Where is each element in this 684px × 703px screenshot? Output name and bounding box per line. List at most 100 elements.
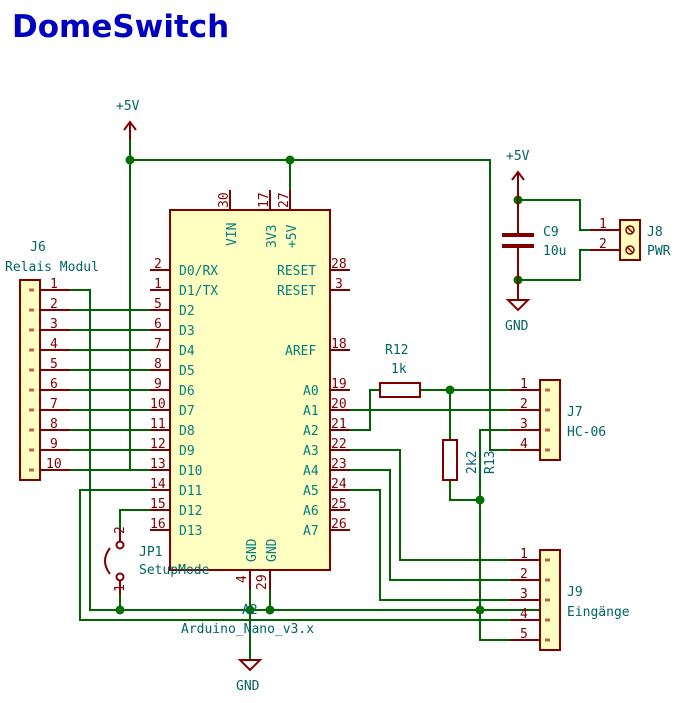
junction [475, 605, 485, 615]
pin-label: A6 [303, 504, 319, 519]
pin-label: A3 [303, 444, 319, 459]
wire-a5-j9-pin3 [350, 489, 540, 601]
pin-name: GND [245, 538, 260, 562]
pin-label: 5 [154, 297, 162, 312]
r13-body [442, 439, 458, 481]
resistor-r12[interactable]: R12 1k [379, 343, 421, 398]
power-label: GND [236, 679, 260, 694]
r13-reference: R13 [483, 451, 498, 474]
pin-label: D5 [179, 364, 195, 379]
pin-label: D7 [179, 404, 195, 419]
gnd-symbol-bottom: GND [236, 659, 263, 694]
pin-label: 10 [150, 397, 166, 412]
jumper-jp1[interactable]: 2 1 JP1 SetupMode [104, 526, 210, 595]
jumper-bridge-icon [104, 547, 111, 575]
j8-value: PWR [647, 244, 671, 259]
ground-icon [505, 299, 531, 312]
pin-name: VIN [225, 223, 240, 246]
pin-label: AREF [285, 344, 316, 359]
pin-label: 1 [520, 547, 528, 562]
pin-label: 6 [50, 377, 58, 392]
pin-label: 7 [50, 397, 58, 412]
pin-label: A1 [303, 404, 319, 419]
pin-label: 21 [331, 417, 347, 432]
pin-label: 8 [154, 357, 162, 372]
pin-label: 18 [331, 337, 347, 352]
pin-label: 4 [50, 337, 58, 352]
pin-number: 17 [257, 192, 272, 208]
j9-value: Eingänge [567, 605, 630, 620]
pin-label: 1 [520, 377, 528, 392]
pin-label: 2 [520, 567, 528, 582]
screw-terminal-icon [625, 225, 635, 255]
pin-number: 29 [255, 574, 270, 590]
capacitor-c9[interactable]: C9 10u [502, 200, 566, 280]
pin-label: D2 [179, 304, 195, 319]
r12-body [379, 382, 421, 398]
pin-label: RESET [277, 264, 316, 279]
pin-label: 2 [520, 397, 528, 412]
pin-label: 4 [520, 607, 528, 622]
power-label: +5V [506, 149, 530, 164]
pin-label: A7 [303, 524, 319, 539]
j6-value: Relais Modul [5, 260, 99, 275]
connector-j6[interactable]: J6 Relais Modul 1 2 3 4 5 6 7 8 9 10 [5, 240, 99, 481]
pin-label: D10 [179, 464, 202, 479]
pin-label: 5 [520, 627, 528, 642]
power-label: +5V [116, 99, 140, 114]
pin-label: D4 [179, 344, 195, 359]
resistor-r13[interactable]: 2k2 R13 [442, 439, 498, 481]
pin-label: 14 [150, 477, 166, 492]
pin-label: D12 [179, 504, 202, 519]
wire-segment [626, 246, 634, 254]
j8-reference: J8 [647, 225, 663, 240]
pin-name: 3V3 [265, 225, 280, 248]
jumper-contact [115, 572, 125, 582]
arduino-body [169, 209, 331, 571]
connector-j7[interactable]: 1 2 3 4 J7 HC-06 [510, 377, 606, 461]
c9-value: 10u [543, 244, 566, 259]
pin-label: 11 [150, 417, 166, 432]
wire-a4-j9-pin2 [350, 469, 540, 581]
pin-label: 10 [46, 457, 62, 472]
pin-label: 2 [154, 257, 162, 272]
connector-j9[interactable]: 1 2 3 4 5 J9 Eingänge [510, 547, 630, 651]
pin-label: 9 [154, 377, 162, 392]
j6-reference: J6 [30, 240, 46, 255]
pin-label: 15 [150, 497, 166, 512]
pin-label: 26 [331, 517, 347, 532]
j7-reference: J7 [567, 405, 583, 420]
pin-label: A0 [303, 384, 319, 399]
pin-label: 19 [331, 377, 347, 392]
pin-label: 9 [50, 437, 58, 452]
r12-reference: R12 [385, 343, 408, 358]
junction [115, 605, 125, 615]
jumper-contact [115, 540, 125, 550]
arduino-reference: A2 [242, 603, 258, 618]
j7-value: HC-06 [567, 425, 606, 440]
pin-label: 4 [520, 437, 528, 452]
junction [265, 605, 275, 615]
pin-label: 3 [520, 587, 528, 602]
r13-value: 2k2 [465, 451, 480, 474]
pin-label: 2 [599, 237, 607, 252]
pin-label: A5 [303, 484, 319, 499]
c9-reference: C9 [543, 225, 559, 240]
arrow-up-icon [123, 120, 137, 131]
pin-name: GND [265, 538, 280, 562]
arrow-up-icon [511, 170, 525, 181]
pin-label: 20 [331, 397, 347, 412]
pin-label: A4 [303, 464, 319, 479]
pin-label: 7 [154, 337, 162, 352]
pin-label: D1/TX [179, 284, 218, 299]
pin-name: +5V [285, 224, 300, 248]
connector-j8[interactable]: 1 2 J8 PWR [590, 217, 671, 261]
wire-c9-j8-pin1 [518, 199, 600, 231]
pin-label: D9 [179, 444, 195, 459]
pin-label: 5 [50, 357, 58, 372]
pin-label: D11 [179, 484, 202, 499]
j6-pins: 1 2 3 4 5 6 7 8 9 10 [29, 277, 70, 472]
